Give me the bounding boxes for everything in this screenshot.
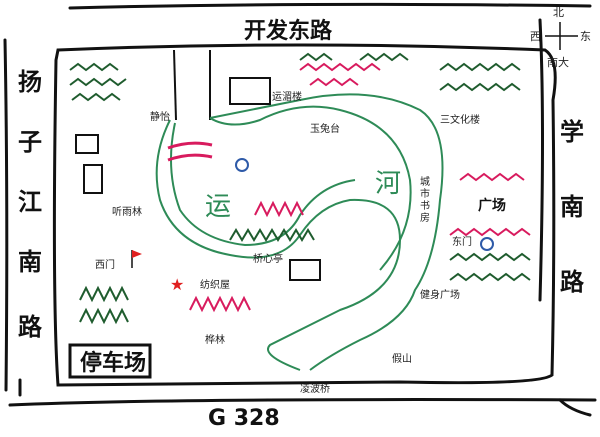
road-east-char: 学 xyxy=(560,118,584,146)
label-jingyi: 静怡 xyxy=(150,110,170,123)
canal-banks xyxy=(155,93,444,371)
label-chengshi-char: 书 xyxy=(420,200,430,212)
label-sanwen: 三文化楼 xyxy=(440,113,480,126)
flag-icon xyxy=(131,250,142,268)
label-guangchang: 广场 xyxy=(478,197,506,214)
gate-markers xyxy=(235,158,494,251)
label-tingyu: 听雨林 xyxy=(112,205,142,218)
label-chengshi-char: 城 xyxy=(420,176,430,188)
label-chengshi-char: 市 xyxy=(420,187,430,200)
road-west-char: 江 xyxy=(18,188,42,216)
road-east-char: 路 xyxy=(560,268,585,296)
road-south-label: G 328 xyxy=(208,406,280,431)
label-yuetai: 玉兔台 xyxy=(310,122,340,135)
pink-bridge xyxy=(167,141,213,162)
road-east-label: 学 南 路 xyxy=(560,118,585,296)
label-fangfang: 纺织屋 xyxy=(200,278,230,291)
road-west-char: 扬 xyxy=(18,68,42,96)
road-east-char: 南 xyxy=(560,193,584,221)
label-qiaoxin: 桥心亭 xyxy=(253,252,283,265)
parking-box xyxy=(68,343,152,379)
compass-west: 西 xyxy=(530,30,541,43)
compass: 北 东 西 南大 xyxy=(530,6,591,69)
label-jiaoshan: 假山 xyxy=(392,352,412,365)
label-yuegaolou: 运湄楼 xyxy=(272,90,302,103)
parking-label: 停车场 xyxy=(80,350,146,376)
road-west-char: 南 xyxy=(18,248,42,276)
road-west-label: 扬 子 江 南 路 xyxy=(18,68,43,341)
label-jianshen: 健身广场 xyxy=(420,288,460,301)
label-ximen: 西门 xyxy=(95,258,115,271)
label-chengshi-shufang: 城 市 书 房 xyxy=(420,176,430,224)
park-boundary xyxy=(52,43,557,387)
river-label-char: 河 xyxy=(375,169,401,199)
river-label-char: 运 xyxy=(205,192,231,222)
star-icon: ★ xyxy=(170,275,184,294)
road-west-char: 子 xyxy=(18,128,42,156)
label-chuanlin: 桦林 xyxy=(205,333,225,346)
label-chengshi-char: 房 xyxy=(420,211,430,224)
road-north-label: 开发东路 xyxy=(244,18,333,44)
map-border xyxy=(3,2,597,417)
label-dongmen: 东门 xyxy=(452,235,472,248)
buildings xyxy=(75,77,321,281)
tree-clusters xyxy=(69,52,531,325)
compass-north: 北 xyxy=(553,6,564,19)
compass-south: 南大 xyxy=(547,55,569,69)
road-west-char: 路 xyxy=(18,313,43,341)
north-entrance xyxy=(173,49,211,121)
label-lingbo: 凌波桥 xyxy=(300,382,330,395)
compass-east: 东 xyxy=(580,30,591,43)
pink-tree-clusters xyxy=(189,62,531,313)
